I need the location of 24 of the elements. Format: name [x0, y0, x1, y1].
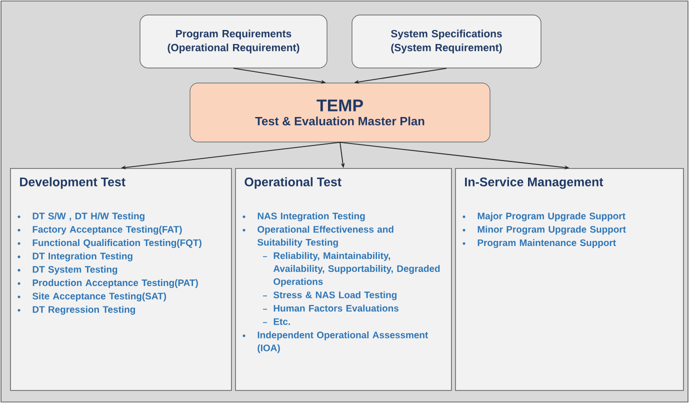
list-item: Production Acceptance Testing(PAT) [32, 279, 198, 288]
list-item: Factory Acceptance Testing(FAT) [32, 226, 182, 235]
list-item: Major Program Upgrade Support [478, 212, 626, 222]
list-item: DT S/W , DT H/W Testing [32, 212, 144, 222]
list-item: Independent Operational Assessment (IOA) [258, 331, 428, 354]
list-item: Functional Qualification Testing(FQT) [32, 239, 202, 248]
list-item: Etc. [274, 318, 290, 325]
list-item: DT System Testing [32, 266, 118, 275]
requirement-box: System Specifications (System Requirement) [352, 14, 542, 68]
plan-box: TEMP Test & Evaluation Master Plan [190, 82, 490, 142]
category-heading: Development Test [20, 177, 126, 189]
category-heading: In-Service Management [465, 177, 604, 189]
list-item: Operational Effectiveness and Suitability Testing [257, 226, 394, 248]
list-item: Human Factors Evaluations [274, 304, 398, 312]
list-item: Reliability, Maintainability, Availability, Supportability, Degraded Operations [273, 252, 440, 287]
list-item: NAS Integration Testing [258, 212, 365, 222]
list-item: DT Regression Testing [32, 306, 135, 315]
list-item: Program Maintenance Support [478, 239, 616, 248]
list-item: DT Integration Testing [32, 252, 132, 262]
list-item: Site Acceptance Testing(SAT) [32, 292, 166, 302]
list-item: Stress & NAS Load Testing [273, 291, 396, 300]
list-item: Minor Program Upgrade Support [478, 226, 626, 235]
category-heading: Operational Test [244, 177, 342, 189]
requirement-box: Program Requirements (Operational Requirement) [140, 14, 328, 68]
